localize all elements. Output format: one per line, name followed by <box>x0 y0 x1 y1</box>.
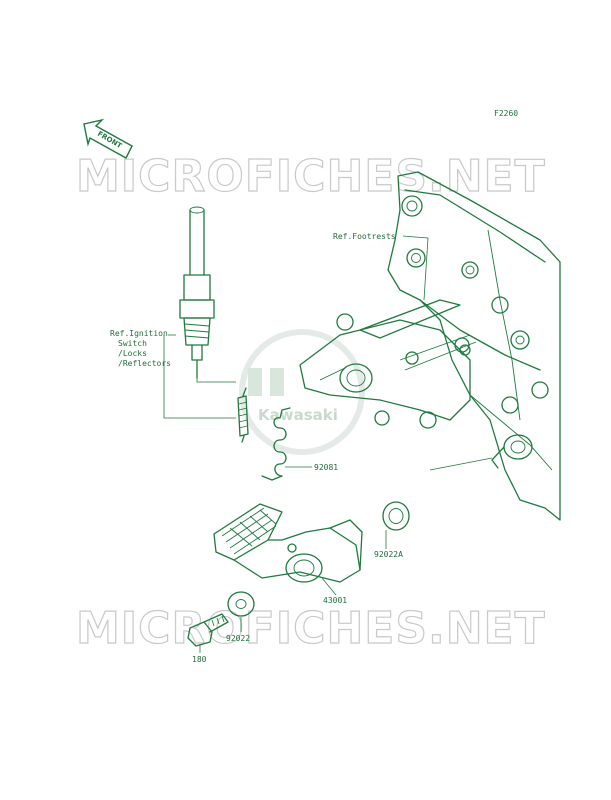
return-spring <box>261 407 291 481</box>
brake-light-switch <box>179 206 215 379</box>
label-ref-ignition-4: /Reflectors <box>118 359 171 368</box>
figure-code: F2260 <box>494 109 518 118</box>
label-ref-ignition-3: /Locks <box>118 349 147 358</box>
washer-92022A <box>382 501 410 531</box>
center-logo-text: Kawasaki <box>258 406 338 424</box>
label-92022A: 92022A <box>374 550 403 559</box>
label-ref-footrests: Ref.Footrests <box>333 232 396 241</box>
label-92081: 92081 <box>314 463 338 472</box>
front-arrow-icon: FRONT <box>83 118 133 159</box>
label-180: 180 <box>192 655 207 664</box>
center-logo-watermark: Kawasaki <box>239 329 365 455</box>
label-43001: 43001 <box>323 596 347 605</box>
brake-pedal <box>213 503 363 583</box>
label-92022: 92022 <box>226 634 250 643</box>
spring-clip <box>237 387 249 443</box>
watermark-top: MICROFICHES.NET <box>76 151 546 202</box>
frame-assembly <box>299 171 561 521</box>
label-ref-ignition-2: Switch <box>118 339 147 348</box>
washer-92022 <box>227 591 255 617</box>
bolt-180 <box>187 613 229 647</box>
watermark-bottom: MICROFICHES.NET <box>76 603 546 654</box>
leader-lines <box>163 235 493 653</box>
label-ref-ignition-1: Ref.Ignition <box>110 329 168 338</box>
